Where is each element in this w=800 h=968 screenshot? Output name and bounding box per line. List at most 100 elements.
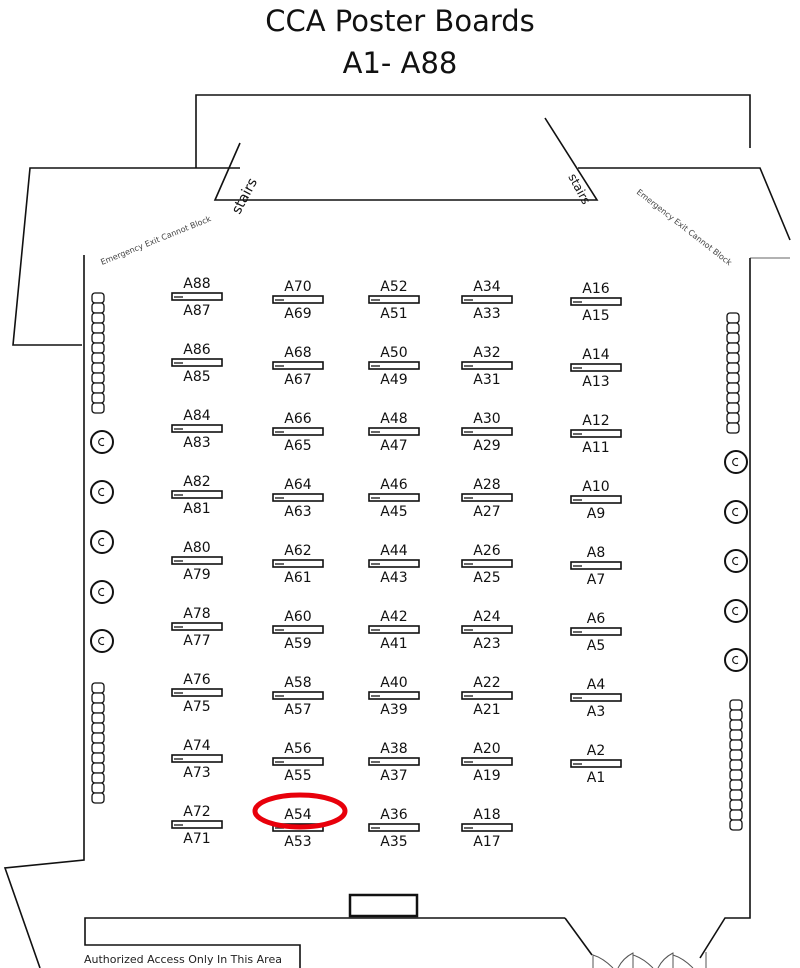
- board-label-a78: A78: [183, 606, 210, 622]
- board-label-a2: A2: [587, 743, 605, 759]
- board-label-a36: A36: [380, 807, 407, 823]
- board-label-a35: A35: [380, 834, 407, 850]
- poster-boards: A88A87A86A85A84A83A82A81A80A79A78A77A76A…: [171, 276, 622, 850]
- board-label-a51: A51: [380, 306, 407, 322]
- board-label-a33: A33: [473, 306, 500, 322]
- board-label-a65: A65: [284, 438, 311, 454]
- round-table: [724, 450, 748, 474]
- board-label-a61: A61: [284, 570, 311, 586]
- board-label-a63: A63: [284, 504, 311, 520]
- board-label-a25: A25: [473, 570, 500, 586]
- board-label-a28: A28: [473, 477, 500, 493]
- round-table: [90, 530, 114, 554]
- doors: [592, 952, 707, 968]
- board-label-a49: A49: [380, 372, 407, 388]
- chair-stack: [726, 312, 740, 434]
- round-table: [90, 480, 114, 504]
- board-label-a77: A77: [183, 633, 210, 649]
- board-label-a46: A46: [380, 477, 407, 493]
- board-label-a85: A85: [183, 369, 210, 385]
- board-label-a20: A20: [473, 741, 500, 757]
- authorized-access-label: Authorized Access Only In This Area: [84, 953, 282, 966]
- board-label-a67: A67: [284, 372, 311, 388]
- board-label-a1: A1: [587, 770, 605, 786]
- board-label-a23: A23: [473, 636, 500, 652]
- round-table: [90, 629, 114, 653]
- board-label-a18: A18: [473, 807, 500, 823]
- board-label-a52: A52: [380, 279, 407, 295]
- round-tables: [90, 430, 748, 672]
- round-table: [724, 500, 748, 524]
- board-label-a37: A37: [380, 768, 407, 784]
- map-title: CCA Poster Boards: [265, 4, 535, 38]
- stairs-label-left: stairs: [229, 176, 261, 217]
- board-label-a7: A7: [587, 572, 605, 588]
- board-label-a80: A80: [183, 540, 210, 556]
- board-label-a47: A47: [380, 438, 407, 454]
- board-label-a66: A66: [284, 411, 311, 427]
- round-table: [90, 430, 114, 454]
- board-label-a24: A24: [473, 609, 500, 625]
- board-label-a87: A87: [183, 303, 210, 319]
- chair-stack: [91, 682, 105, 804]
- board-label-a9: A9: [587, 506, 605, 522]
- emergency-exit-label-right: Emergency Exit Cannot Block: [635, 187, 734, 267]
- chair-stacks: [91, 292, 743, 831]
- board-label-a81: A81: [183, 501, 210, 517]
- round-table: [90, 580, 114, 604]
- board-label-a15: A15: [582, 308, 609, 324]
- stairs-label-right: stairs: [565, 171, 593, 207]
- board-label-a31: A31: [473, 372, 500, 388]
- board-label-a43: A43: [380, 570, 407, 586]
- board-label-a70: A70: [284, 279, 311, 295]
- board-label-a17: A17: [473, 834, 500, 850]
- board-label-a11: A11: [582, 440, 609, 456]
- board-label-a55: A55: [284, 768, 311, 784]
- board-label-a5: A5: [587, 638, 605, 654]
- board-label-a68: A68: [284, 345, 311, 361]
- round-table: [724, 648, 748, 672]
- board-label-a72: A72: [183, 804, 210, 820]
- board-label-a14: A14: [582, 347, 609, 363]
- board-label-a42: A42: [380, 609, 407, 625]
- round-table: [724, 549, 748, 573]
- building-outline: [3, 94, 791, 968]
- board-label-a30: A30: [473, 411, 500, 427]
- board-label-a13: A13: [582, 374, 609, 390]
- chair-stack: [91, 292, 105, 414]
- board-label-a88: A88: [183, 276, 210, 292]
- board-label-a59: A59: [284, 636, 311, 652]
- board-label-a60: A60: [284, 609, 311, 625]
- board-label-a58: A58: [284, 675, 311, 691]
- board-label-a73: A73: [183, 765, 210, 781]
- board-label-a54: A54: [284, 807, 311, 823]
- board-label-a44: A44: [380, 543, 407, 559]
- board-label-a71: A71: [183, 831, 210, 847]
- board-label-a69: A69: [284, 306, 311, 322]
- board-label-a45: A45: [380, 504, 407, 520]
